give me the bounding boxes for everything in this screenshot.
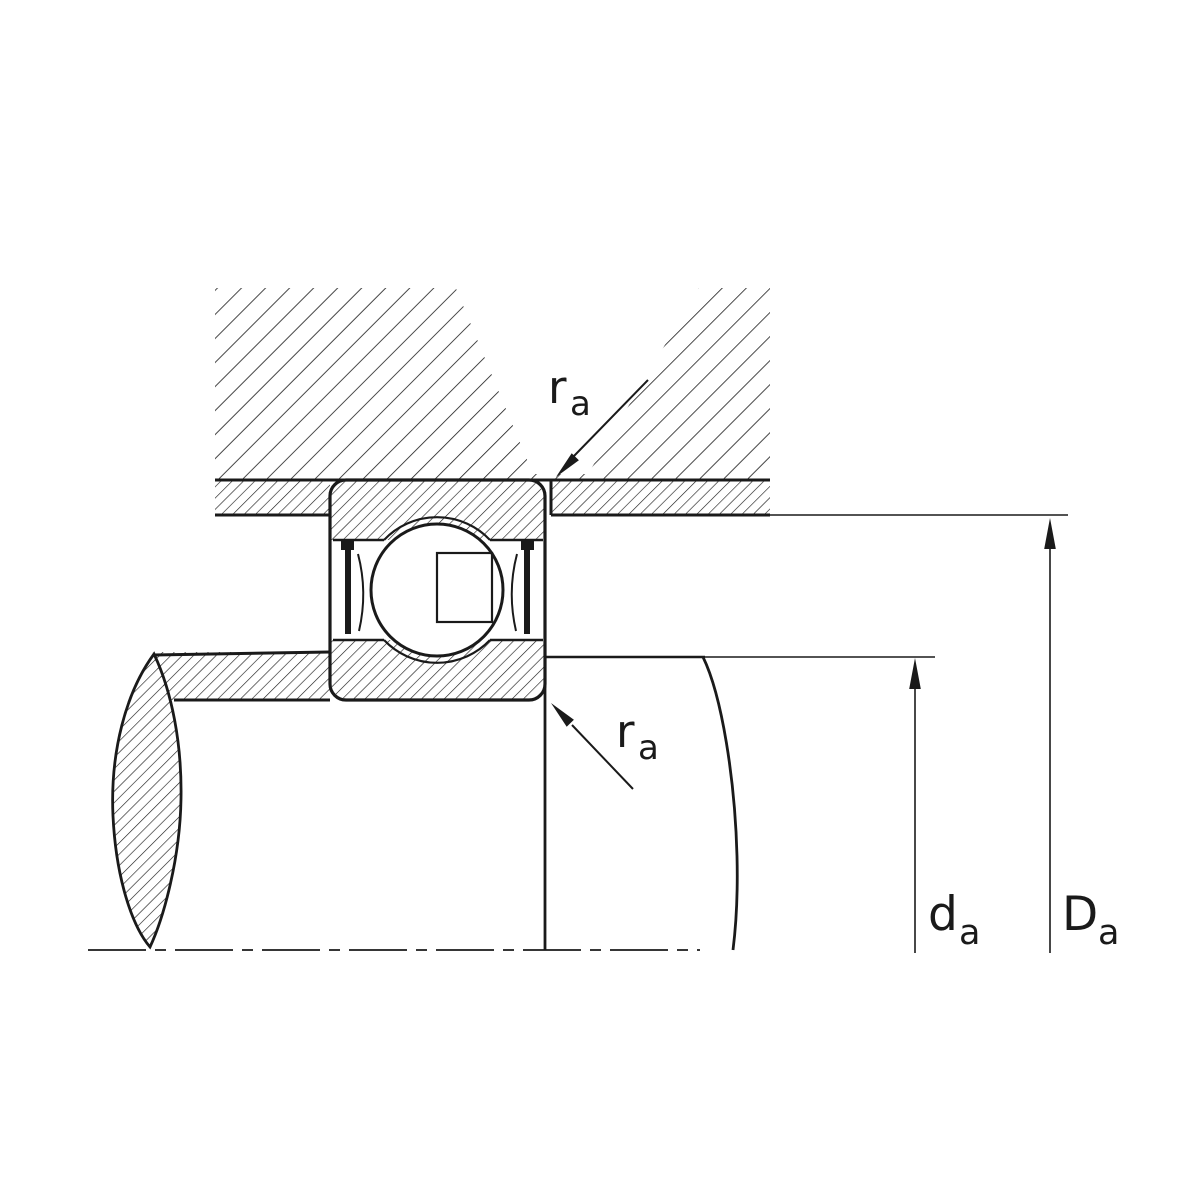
bearing-outline [328, 478, 547, 702]
shaft-shoulder [111, 650, 331, 950]
bearing-shield-left [341, 541, 365, 634]
housing-shoulder-right [551, 480, 770, 515]
leader-clearance [455, 286, 700, 474]
fillet-callout-bottom: r a [551, 703, 659, 790]
shaft-shoulder-top-line [153, 650, 331, 657]
outer-raceway-arc [383, 516, 491, 541]
Da-label: D a [1062, 887, 1119, 953]
da-label: d a [928, 887, 980, 953]
abutment-component [543, 655, 739, 951]
ra-bottom-arrowhead [551, 703, 574, 727]
ra-bottom-leader-line [571, 724, 634, 790]
bearing [328, 478, 547, 702]
shaft-break-section [111, 651, 183, 950]
inner-raceway-arc [383, 639, 491, 664]
dimension-Da: D a [770, 514, 1119, 953]
housing-shoulder-left [215, 480, 330, 515]
fillet-callout-top: r a [548, 361, 649, 477]
da-arrowhead [909, 658, 921, 689]
ra-top-label: r a [548, 361, 591, 424]
ra-top-arrowhead [556, 453, 579, 477]
bearing-cage [435, 551, 494, 624]
bearing-shield-right [510, 541, 534, 634]
Da-arrowhead [1044, 518, 1056, 549]
abutment-break-curve [701, 656, 739, 951]
housing-section [215, 286, 770, 517]
dimension-da: d a [705, 656, 980, 953]
ra-top-leader-line [573, 379, 649, 457]
ra-bottom-label: r a [616, 705, 659, 768]
shaft-shoulder-hatch [152, 652, 330, 700]
